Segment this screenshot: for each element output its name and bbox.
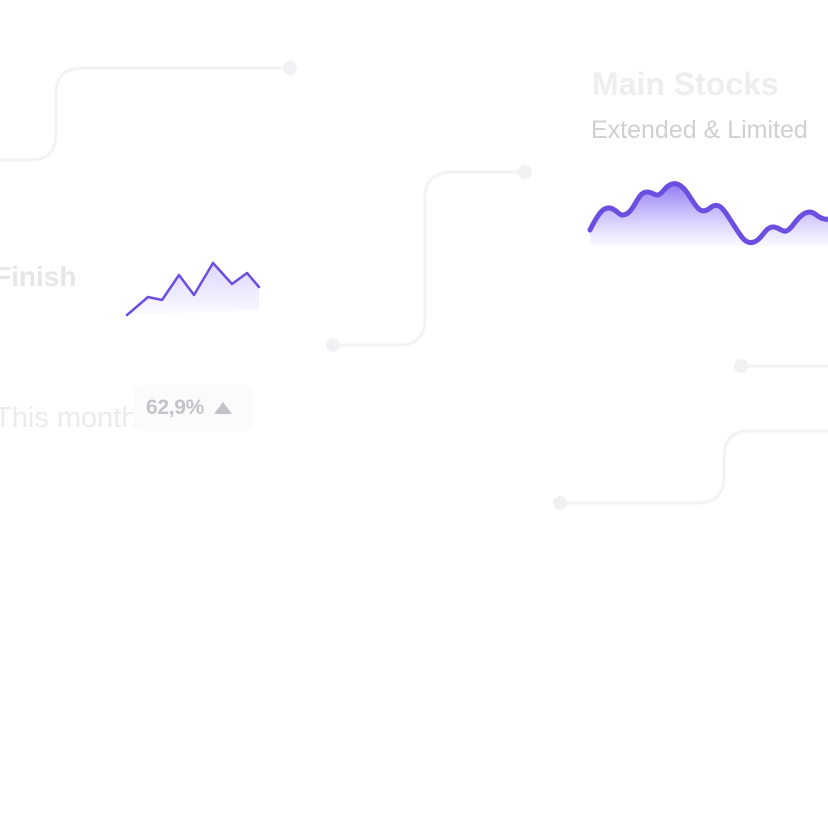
finish-sparkline [125,261,261,317]
month-label: This month [0,402,138,434]
connector-line-bottom-right [560,429,828,505]
connector-dot [553,496,567,510]
connector-line-top-left [0,66,290,162]
change-badge: 62,9% [133,385,253,431]
connector-dot [734,359,748,373]
main-stocks-sparkline [587,181,828,246]
change-percent: 62,9% [146,396,205,419]
main-stocks-line [587,181,828,246]
finish-area [127,263,259,315]
stock-title: Main Stocks [592,66,779,102]
stock-subtitle: Extended & Limited [591,116,808,144]
connector-line-center [333,170,525,347]
connector-dot [518,165,532,179]
triangle-up-icon [214,402,233,414]
connector-dot [326,338,340,352]
connector-dot [283,61,297,75]
finish-line [125,261,261,317]
finish-label: Finish [0,261,77,292]
